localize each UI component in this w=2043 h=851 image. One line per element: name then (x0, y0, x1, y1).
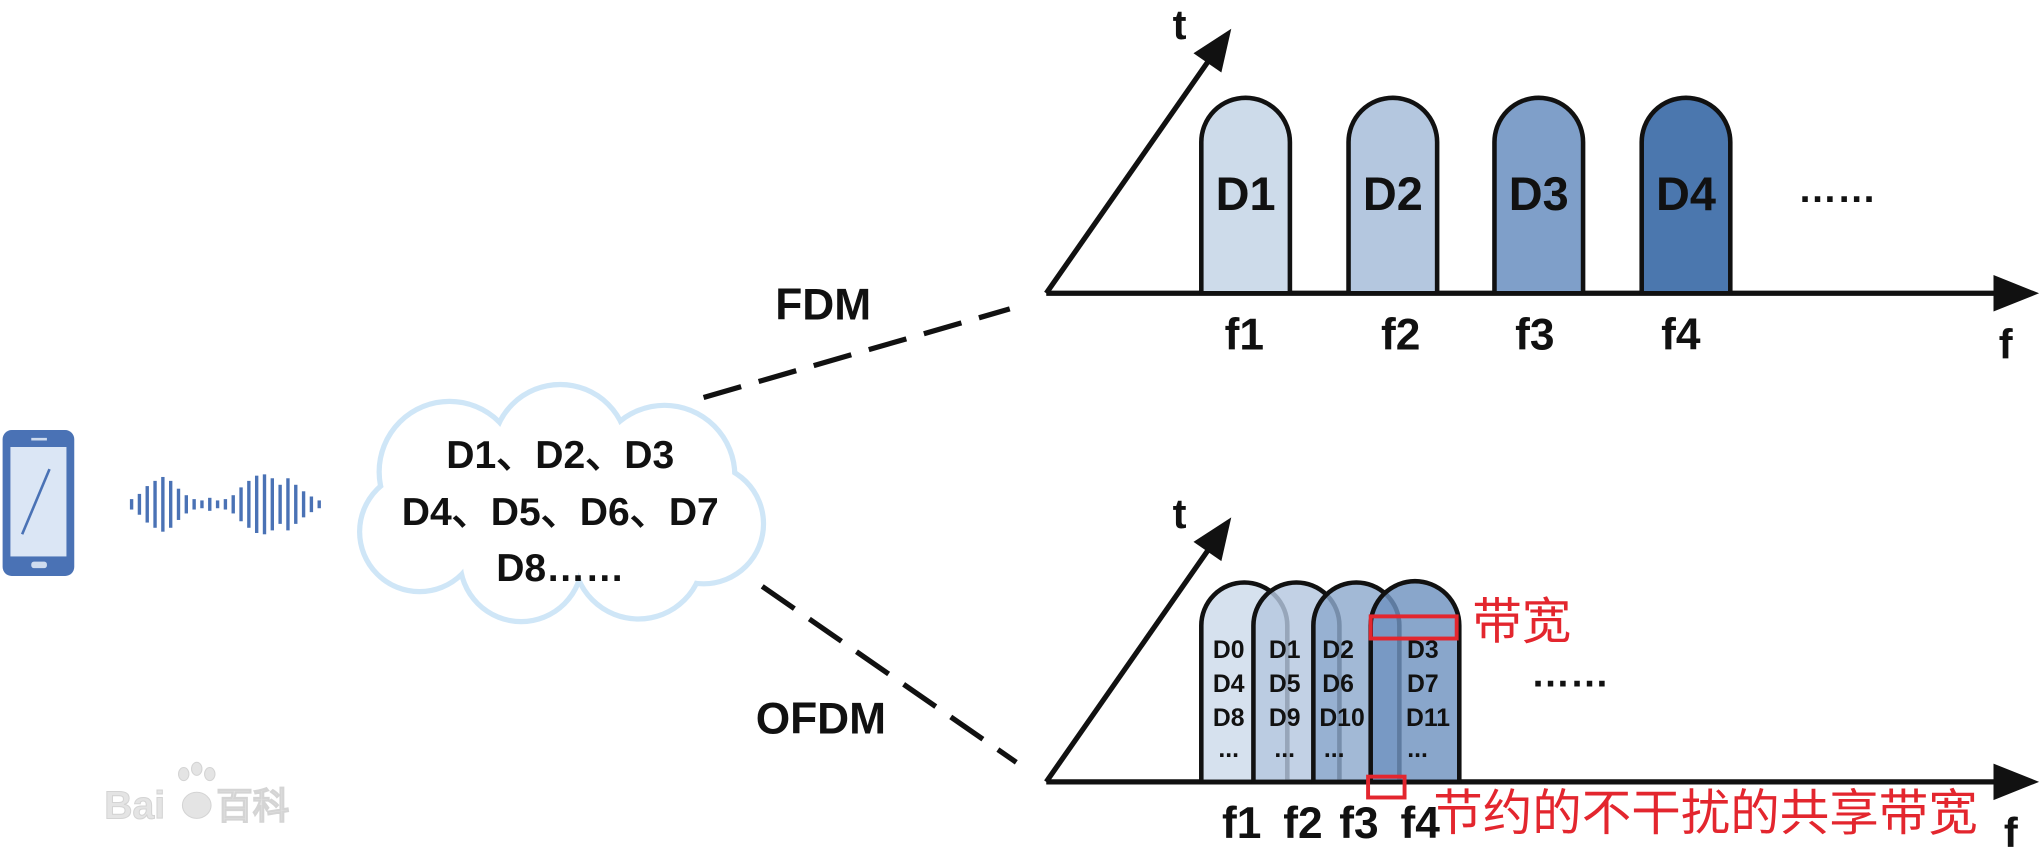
fdm-freq-2: f2 (1381, 310, 1420, 359)
ofdm-bar-4-line-2: D7 (1407, 671, 1439, 698)
fdm-bar-2 (1346, 95, 1440, 296)
ofdm-bar-4-line-1: D3 (1407, 637, 1439, 664)
ofdm-bar-2-line-4: ... (1274, 736, 1295, 763)
bandwidth-highlight-box (1368, 614, 1459, 641)
fdm-freq-1: f1 (1225, 310, 1264, 359)
ofdm-bar-3-line-2: D6 (1322, 671, 1354, 698)
ofdm-freq-3: f3 (1339, 799, 1378, 848)
fdm-bar-3 (1492, 95, 1586, 296)
ofdm-bar-3-line-4: ... (1324, 736, 1345, 763)
ofdm-t-axis (1044, 547, 1212, 784)
watermark-text-cn: 百科 (216, 785, 289, 826)
paw-icon (177, 761, 216, 819)
fdm-freq-3: f3 (1515, 310, 1554, 359)
ofdm-label: OFDM (756, 695, 886, 744)
fdm-t-arrowhead (1193, 28, 1232, 73)
saved-bandwidth-annotation: 节约的不干扰的共享带宽 (1433, 786, 1978, 841)
fdm-label: FDM (775, 280, 871, 329)
cloud-line-3: D8…… (496, 547, 624, 590)
bandwidth-annotation: 带宽 (1472, 595, 1571, 650)
fdm-bar-4 (1639, 95, 1733, 296)
ofdm-panel: t f D0 D4 D8 ... D1 D5 D9 ... D2 D6 D10 … (1044, 490, 2040, 851)
fdm-bar-1 (1199, 95, 1293, 296)
fdm-f-arrowhead (1993, 275, 2040, 312)
ofdm-f-label: f (2004, 809, 2018, 851)
ofdm-bar-1-line-2: D4 (1213, 671, 1245, 698)
sound-wave-icon (129, 474, 321, 535)
cloud-line-2: D4、D5、D6、D7 (402, 491, 719, 534)
ofdm-f-arrowhead (1993, 763, 2040, 801)
fdm-f-label: f (1999, 320, 2013, 367)
ofdm-bar-2-line-3: D9 (1269, 705, 1301, 732)
ofdm-bar-3-line-1: D2 (1322, 637, 1354, 664)
ofdm-bar-2-line-2: D5 (1269, 671, 1301, 698)
fdm-bar-1-label: D1 (1216, 168, 1276, 220)
fdm-freq-4: f4 (1661, 310, 1701, 359)
baidu-watermark: Bai 百科 (104, 761, 290, 828)
ofdm-freq-4: f4 (1401, 799, 1441, 848)
ofdm-t-label: t (1173, 490, 1187, 537)
ofdm-bar-4-line-4: ... (1407, 736, 1428, 763)
saved-bandwidth-highlight-box (1366, 774, 1407, 800)
cloud-fill (362, 387, 761, 619)
data-cloud: D1、D2、D3 D4、D5、D6、D7 D8…… (357, 381, 767, 625)
ofdm-bar-2-line-1: D1 (1269, 637, 1301, 664)
fdm-bar-3-label: D3 (1509, 168, 1569, 220)
fdm-t-label: t (1173, 1, 1187, 48)
ofdm-bar-1-line-4: ... (1218, 736, 1239, 763)
watermark-text: Bai (104, 784, 165, 827)
ofdm-freq-2: f2 (1283, 799, 1322, 848)
ofdm-bar-4-line-3: D11 (1406, 705, 1450, 732)
fdm-bar-4-label: D4 (1656, 168, 1716, 220)
ofdm-more-ellipsis: …… (1531, 653, 1609, 696)
ofdm-branch-line (760, 584, 1018, 765)
fdm-t-axis (1044, 58, 1212, 295)
fdm-bar-2-label: D2 (1363, 168, 1423, 220)
ofdm-bar-1-line-1: D0 (1213, 637, 1245, 664)
fdm-panel: t f D1 D2 D3 D4 f1 f2 f3 f4 …… (1044, 1, 2040, 367)
ofdm-bar-3-line-3: D10 (1319, 705, 1364, 732)
fdm-more-ellipsis: …… (1798, 168, 1876, 211)
ofdm-bar-4 (1368, 578, 1462, 785)
cloud-line-1: D1、D2、D3 (446, 434, 674, 477)
fdm-branch-line (702, 306, 1011, 400)
ofdm-freq-1: f1 (1222, 799, 1261, 848)
smartphone-icon (2, 430, 75, 576)
ofdm-bar-1-line-3: D8 (1213, 705, 1245, 732)
phone-screen (10, 446, 67, 557)
ofdm-t-arrowhead (1193, 517, 1232, 562)
